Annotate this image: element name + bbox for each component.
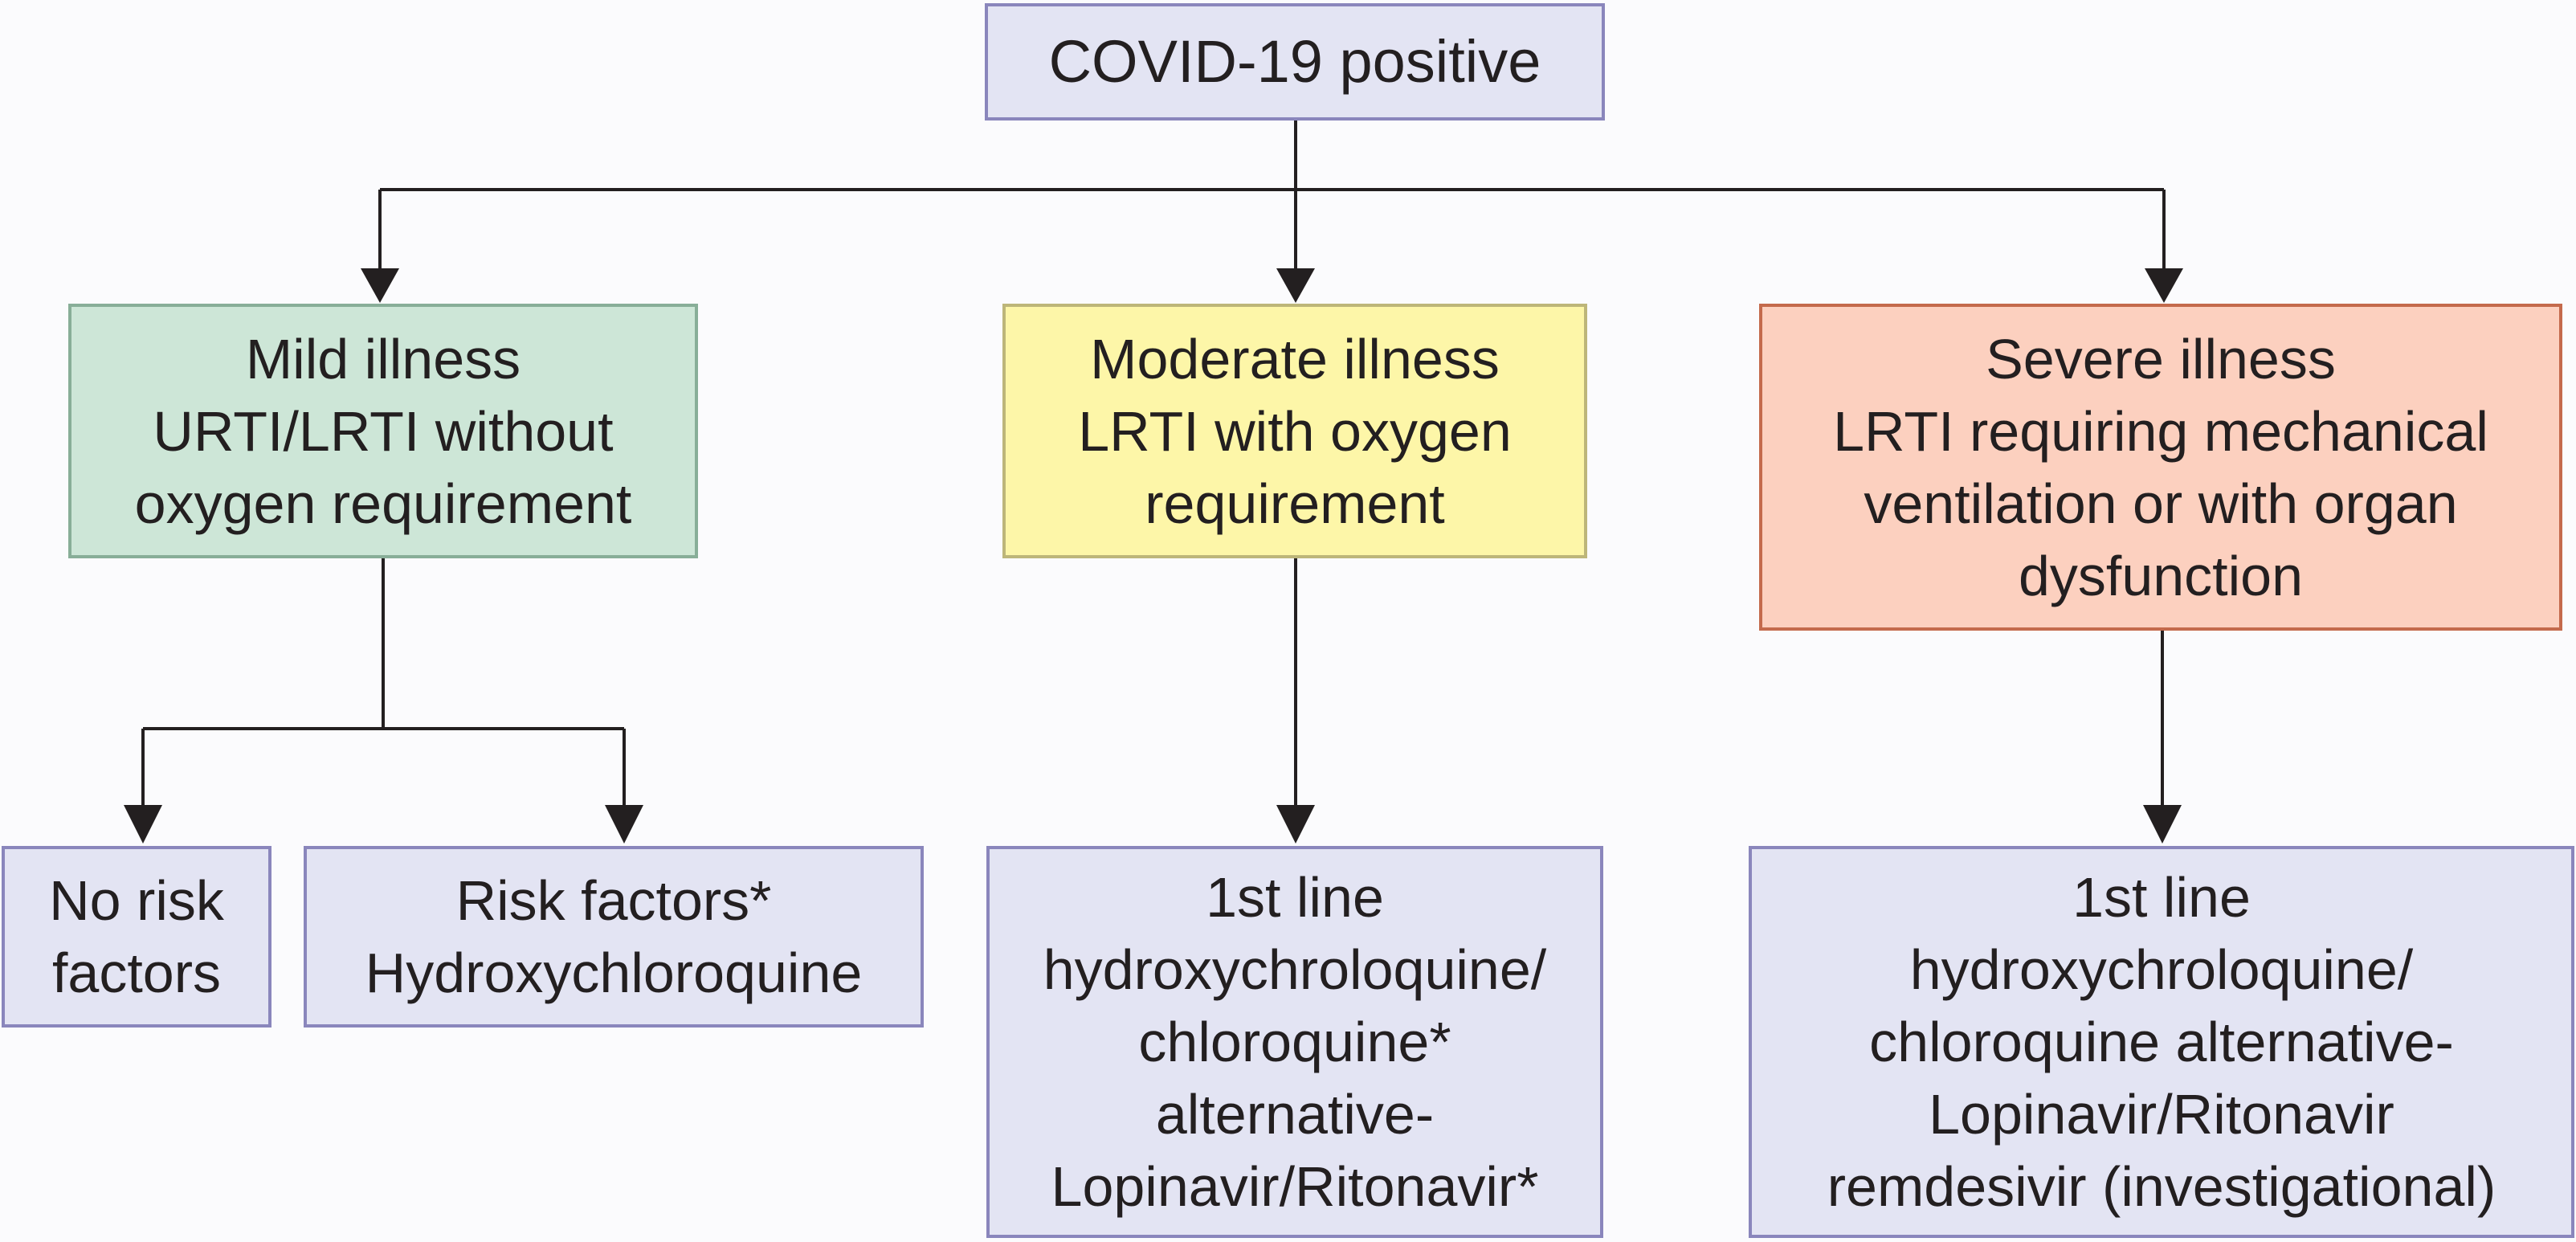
severe-illness-desc-3: dysfunction [2018, 544, 2304, 607]
severe-treatment-box: 1st line hydroxychroloquine/ chloroquine… [1749, 846, 2574, 1238]
severe-illness-title: Severe illness [1986, 327, 2336, 390]
no-risk-factors-line-1: No risk [49, 869, 224, 932]
arrow-to-risk-factors [605, 805, 643, 844]
severe-treatment-line-3: chloroquine alternative- [1869, 1011, 2454, 1073]
moderate-treatment-line-5: Lopinavir/Ritonavir* [1051, 1155, 1539, 1218]
arrow-to-mild [361, 268, 399, 303]
mild-illness-desc-2: oxygen requirement [134, 472, 632, 535]
moderate-illness-desc-1: LRTI with oxygen [1078, 399, 1512, 463]
moderate-illness-desc-2: requirement [1145, 472, 1445, 535]
covid-positive-label: COVID-19 positive [1048, 28, 1541, 95]
severe-treatment-line-1: 1st line [2072, 866, 2251, 929]
arrow-to-no-risk [124, 805, 162, 844]
risk-factors-box: Risk factors* Hydroxychloroquine [304, 846, 924, 1028]
arrow-to-moderate-treatment [1276, 805, 1315, 844]
arrow-to-severe [2145, 268, 2183, 303]
arrow-to-severe-treatment [2143, 805, 2182, 844]
mild-illness-title: Mild illness [245, 327, 521, 390]
severe-treatment-line-5: remdesivir (investigational) [1827, 1155, 2496, 1218]
severe-illness-desc-2: ventilation or with organ [1864, 472, 2458, 535]
moderate-treatment-line-2: hydroxychroloquine/ [1043, 938, 1547, 1001]
mild-illness-desc-1: URTI/LRTI without [153, 399, 614, 463]
moderate-illness-box: Moderate illness LRTI with oxygen requir… [1002, 304, 1587, 558]
severe-treatment-line-4: Lopinavir/Ritonavir [1929, 1083, 2394, 1146]
moderate-illness-title: Moderate illness [1090, 327, 1500, 390]
no-risk-factors-box: No risk factors [2, 846, 271, 1028]
severe-treatment-line-2: hydroxychroloquine/ [1909, 938, 2414, 1001]
risk-factors-treatment: Hydroxychloroquine [365, 942, 863, 1004]
moderate-treatment-box: 1st line hydroxychroloquine/ chloroquine… [986, 846, 1603, 1238]
no-risk-factors-line-2: factors [51, 942, 222, 1004]
risk-factors-title: Risk factors* [455, 869, 772, 932]
severe-illness-box: Severe illness LRTI requiring mechanical… [1759, 304, 2562, 631]
moderate-treatment-line-4: alternative- [1155, 1083, 1435, 1146]
mild-illness-box: Mild illness URTI/LRTI without oxygen re… [68, 304, 698, 558]
moderate-treatment-line-3: chloroquine* [1138, 1011, 1451, 1073]
moderate-treatment-line-1: 1st line [1206, 866, 1384, 929]
arrow-to-moderate [1276, 268, 1315, 303]
severe-illness-desc-1: LRTI requiring mechanical [1833, 399, 2488, 463]
covid-positive-box: COVID-19 positive [985, 3, 1605, 121]
